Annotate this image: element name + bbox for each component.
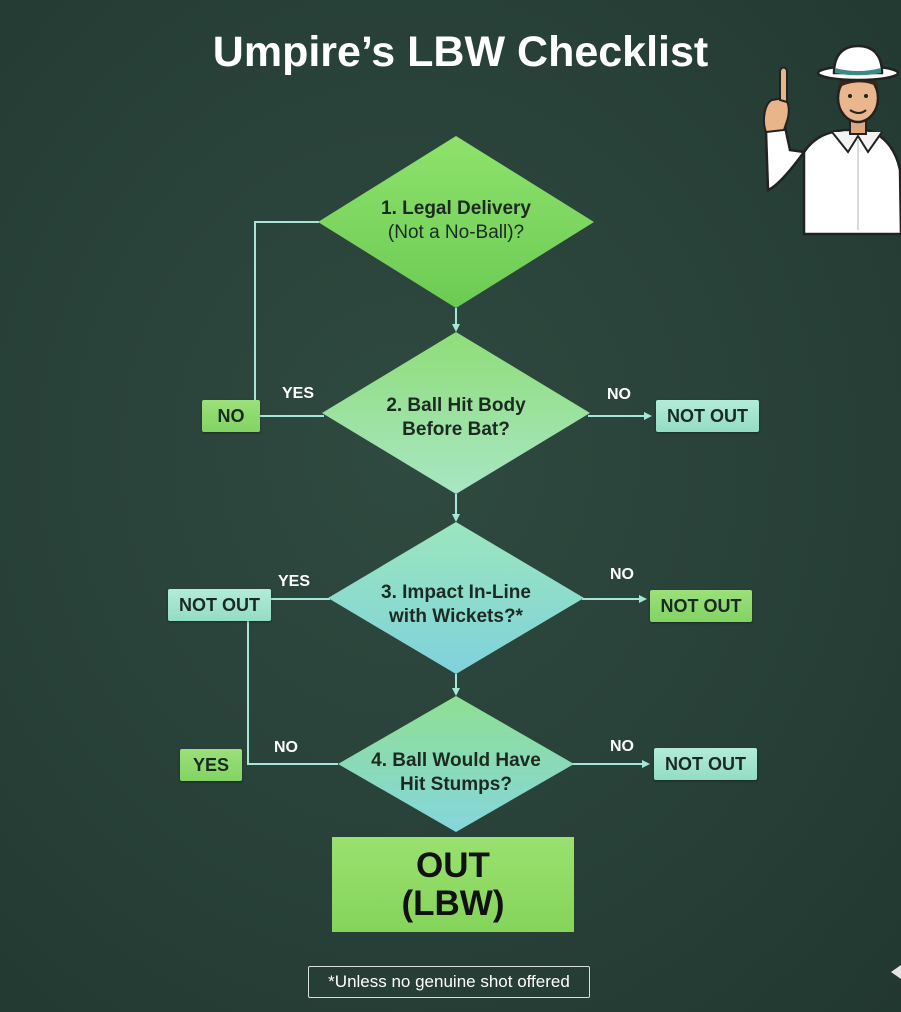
edge-arrow-icon xyxy=(891,965,901,979)
question-2-line1: 2. Ball Hit Body xyxy=(386,395,526,416)
result-out-lbw: OUT (LBW) xyxy=(332,837,574,932)
edge-label-q2-yes: YES xyxy=(282,385,315,402)
right-box-not-out-4: NOT OUT xyxy=(654,748,757,780)
question-3-line1: 3. Impact In-Line xyxy=(381,582,531,603)
footnote: *Unless no genuine shot offered xyxy=(308,966,590,998)
edge-label-q4-no-right: NO xyxy=(610,738,634,755)
edge-label-q2-no: NO xyxy=(607,386,631,403)
question-3-line2: with Wickets?* xyxy=(389,606,523,627)
left-box-not-out: NOT OUT xyxy=(168,589,271,621)
left-box-yes: YES xyxy=(180,749,242,781)
edge-label-q4-no-left: NO xyxy=(274,739,298,756)
right-box-not-out-2: NOT OUT xyxy=(656,400,759,432)
connector-q3-down xyxy=(247,620,338,765)
edge-label-q3-no: NO xyxy=(610,566,634,583)
edge-label-q3-yes: YES xyxy=(278,573,311,590)
question-1-line1: 1. Legal Delivery xyxy=(381,198,531,219)
left-box-no: NO xyxy=(202,400,260,432)
question-2-line2: Before Bat? xyxy=(402,419,510,440)
question-1: 1. Legal Delivery (Not a No-Ball)? xyxy=(346,196,566,246)
result-line1: OUT xyxy=(416,845,490,885)
question-2: 2. Ball Hit Body Before Bat? xyxy=(346,393,566,443)
decision-diamond-3 xyxy=(328,522,584,674)
page-title: Umpire’s LBW Checklist xyxy=(212,28,709,76)
result-line2: (LBW) xyxy=(401,883,505,923)
question-4-line1: 4. Ball Would Have xyxy=(371,750,541,771)
decision-diamond-4 xyxy=(338,696,574,832)
question-1-line2: (Not a No-Ball)? xyxy=(387,222,525,243)
right-box-not-out-3: NOT OUT xyxy=(650,590,752,622)
question-4-line2: Hit Stumps? xyxy=(400,774,512,795)
question-4: 4. Ball Would Have Hit Stumps? xyxy=(346,748,566,798)
decision-diamond-2 xyxy=(322,332,590,494)
connector-q1-loop xyxy=(254,221,319,400)
question-3: 3. Impact In-Line with Wickets?* xyxy=(346,580,566,630)
decision-diamond-1 xyxy=(318,136,594,308)
umpire-icon xyxy=(763,44,901,236)
